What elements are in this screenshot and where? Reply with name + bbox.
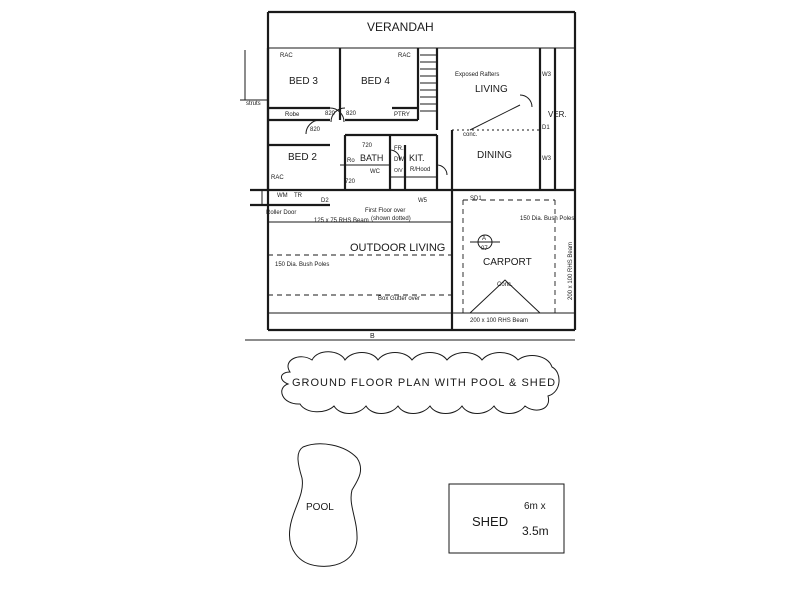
living-label: LIVING xyxy=(475,84,508,95)
pool: POOL xyxy=(289,443,362,567)
shed: SHED 6m x 3.5m xyxy=(448,483,565,554)
kit-label: KIT. xyxy=(409,153,425,163)
pantry-note: PTRY xyxy=(394,112,410,118)
verandah-label: VERANDAH xyxy=(367,20,434,34)
ro-note: Ro xyxy=(347,158,355,164)
bath-label: BATH xyxy=(360,153,383,163)
bed4-label: BED 4 xyxy=(361,76,390,87)
shed-width: 6m x xyxy=(524,501,546,512)
window-tag: W5 xyxy=(418,198,428,204)
box-gutter-note: Box Gutter over xyxy=(378,296,420,302)
beam-note: 200 x 100 RHS Beam xyxy=(470,318,528,324)
concrete-note: Conc. xyxy=(497,282,513,288)
section-marker xyxy=(470,234,500,250)
door-swings xyxy=(305,94,533,176)
beam-note: 200 x 100 RHS Beam xyxy=(568,242,574,300)
oven-note: O/V xyxy=(394,168,403,174)
caption-text: GROUND FLOOR PLAN WITH POOL & SHED xyxy=(292,377,556,389)
bed3-label: BED 3 xyxy=(289,76,318,87)
dishwasher-note: DW xyxy=(394,157,404,163)
caption-cloud: GROUND FLOOR PLAN WITH POOL & SHED xyxy=(281,351,560,414)
door-size-note: 720 xyxy=(345,179,356,185)
annotations: RAC RAC RAC Robe PTRY 820 820 820 720 72… xyxy=(246,53,574,340)
section-b-mark: B xyxy=(370,333,375,340)
bed2-label: BED 2 xyxy=(288,152,317,163)
door-tag: D2 xyxy=(321,198,329,204)
window-tag: W3 xyxy=(542,156,552,162)
stair xyxy=(420,54,436,112)
door-tag: SD1 xyxy=(470,196,482,202)
robe-note: Robe xyxy=(285,112,300,118)
washing-machine-note: WM xyxy=(277,193,288,199)
building-walls xyxy=(240,10,577,341)
trough-note: TR xyxy=(294,193,303,199)
rac-note: RAC xyxy=(398,53,411,59)
carport-label: CARPORT xyxy=(483,257,532,268)
shown-dotted-note: (shown dotted) xyxy=(371,216,411,222)
first-floor-note: First Floor over xyxy=(365,208,405,214)
outdoor-living-label: OUTDOOR LIVING xyxy=(350,242,445,254)
room-labels: VERANDAH BED 3 BED 4 BED 2 LIVING DINING… xyxy=(288,20,567,268)
rac-note: RAC xyxy=(280,53,293,59)
door-size-note: 820 xyxy=(325,111,336,117)
section-letter: A xyxy=(482,236,486,242)
wc-note: WC xyxy=(370,169,381,175)
shed-label: SHED xyxy=(472,514,508,529)
section-number: 07 xyxy=(481,246,488,252)
pool-label: POOL xyxy=(306,502,334,513)
shed-length: 3.5m xyxy=(522,524,549,538)
exposed-rafters-note: Exposed Rafters xyxy=(455,72,499,78)
dining-label: DINING xyxy=(477,150,512,161)
concrete-note: conc. xyxy=(463,132,478,138)
bush-poles-note: 150 Dia. Bush Poles xyxy=(520,216,574,222)
fridge-note: FR. xyxy=(394,146,404,152)
window-tag: W3 xyxy=(542,72,552,78)
ver-label: VER. xyxy=(548,110,567,119)
bush-poles-note: 150 Dia. Bush Poles xyxy=(275,262,329,268)
door-tag: D1 xyxy=(542,125,550,131)
struts-note: struts xyxy=(246,101,261,107)
rac-note: RAC xyxy=(271,175,284,181)
rangehood-note: R/Hood xyxy=(410,167,430,173)
door-size-note: 720 xyxy=(362,143,373,149)
beam-note: 125 x 75 RHS Beam xyxy=(314,218,369,224)
door-size-note: 820 xyxy=(346,111,357,117)
door-size-note: 820 xyxy=(310,127,321,133)
roller-door-note: Roller Door xyxy=(266,210,296,216)
